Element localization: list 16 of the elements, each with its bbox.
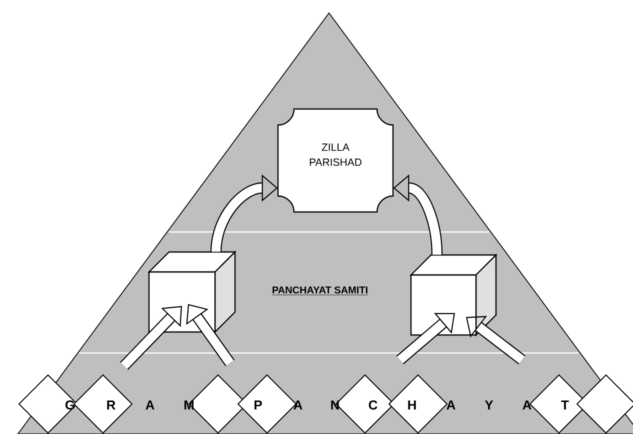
spaced-letter: P: [254, 400, 262, 410]
spaced-letter: Y: [484, 400, 494, 410]
spaced-letter: A: [146, 400, 154, 410]
spaced-letter: T: [561, 400, 569, 410]
spaced-letter: R: [107, 400, 116, 410]
spaced-letter: A: [522, 400, 532, 410]
spaced-letter: C: [368, 400, 378, 410]
underlined-heading: PANCHAYAT SAMITI: [272, 286, 368, 296]
spaced-letter: A: [446, 400, 456, 410]
spaced-letter: G: [65, 400, 74, 410]
block-arrow: [120, 306, 182, 370]
block-arrow: [186, 304, 235, 366]
plaque-box: ZILLA PARISHAD: [277, 108, 394, 213]
spaced-letter: A: [294, 400, 302, 410]
spaced-letter: H: [408, 400, 416, 410]
block-arrow: [396, 313, 455, 364]
